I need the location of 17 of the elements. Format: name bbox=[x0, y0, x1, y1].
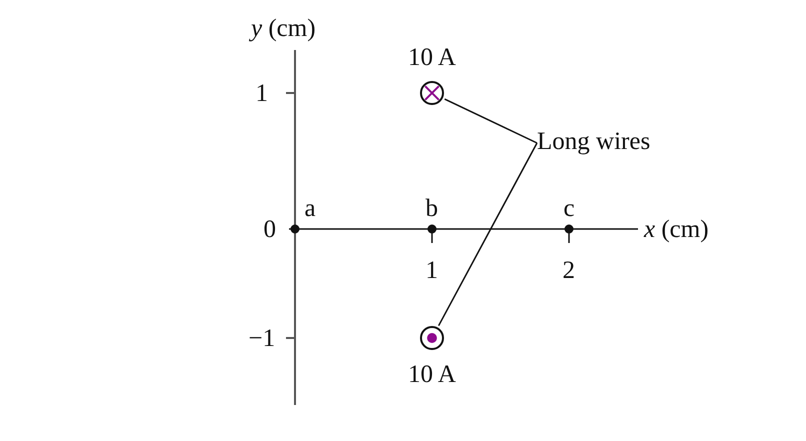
leader-line bbox=[438, 142, 538, 326]
current-into-page-icon bbox=[420, 81, 444, 105]
tick-label: 1 bbox=[256, 80, 268, 106]
axis-title: x (cm) bbox=[644, 216, 709, 242]
callout-label: Long wires bbox=[537, 129, 650, 154]
point-label: b bbox=[426, 196, 438, 220]
leader-line bbox=[444, 98, 538, 144]
tick-label: 1 bbox=[426, 258, 438, 282]
current-out-of-page-icon bbox=[420, 326, 444, 350]
point-label: a bbox=[304, 196, 316, 220]
point-label: c bbox=[564, 196, 575, 220]
tick-label: −1 bbox=[248, 326, 276, 350]
tick-label: 0 bbox=[264, 216, 276, 242]
current-label: 10 A bbox=[408, 44, 456, 70]
current-label: 10 A bbox=[408, 362, 456, 386]
axis-title: y (cm) bbox=[251, 16, 316, 40]
tick-label: 2 bbox=[562, 258, 575, 282]
